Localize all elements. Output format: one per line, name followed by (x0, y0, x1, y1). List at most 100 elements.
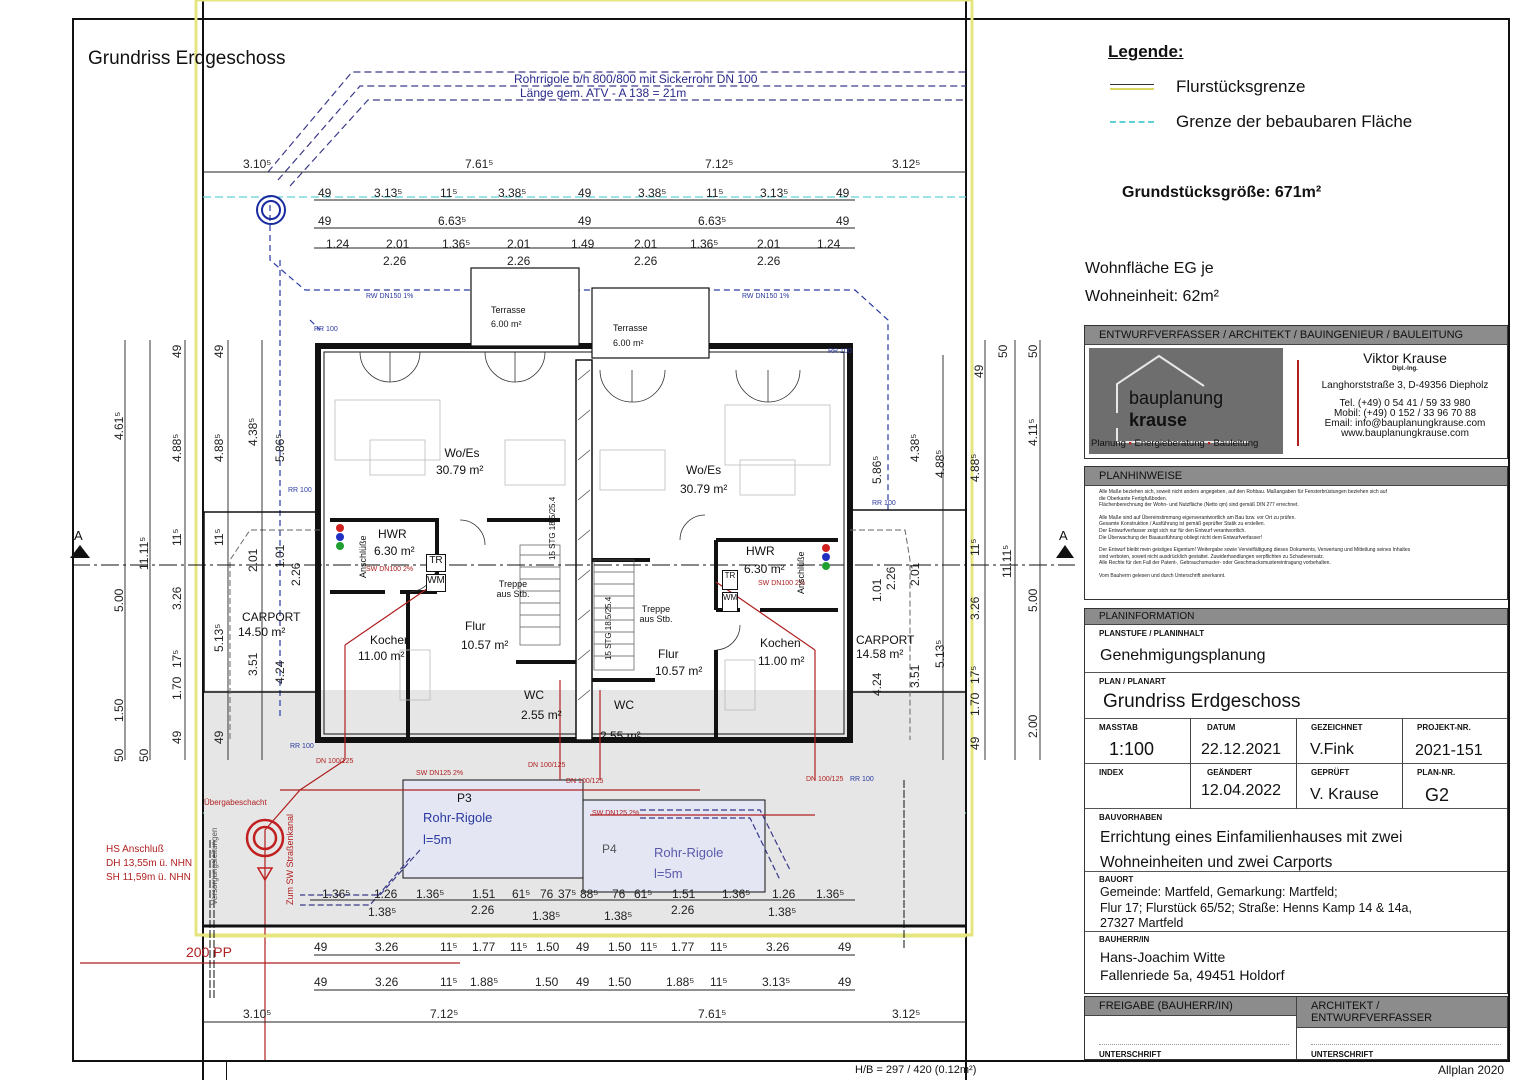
plan-info-block: PLANINFORMATION PLANSTUFE / PLANINHALT G… (1084, 608, 1508, 994)
pipe-label-dn: DN 100/125 (806, 776, 844, 783)
dim: 1.24 (326, 237, 350, 251)
dim: 50 (112, 748, 126, 762)
cold-water-icon (822, 553, 830, 561)
dim: 1.38⁵ (368, 905, 397, 919)
drain-icon (822, 562, 830, 570)
architect-tel: Tel. (+49) 0 54 41 / 59 33 980 (1339, 398, 1471, 409)
architect-website[interactable]: www.bauplanungkrause.com (1341, 428, 1469, 439)
dim: 4.24 (870, 672, 884, 696)
dim: 3.38⁵ (638, 186, 667, 200)
room-wc-right: WC (614, 698, 634, 712)
dim: 49 (836, 186, 850, 200)
project-no-cell: PROJEKT-NR. 2021-151 (1415, 723, 1483, 759)
p4-rigole-label: Rohr-Rigole (654, 845, 724, 860)
room-area: 14.58 m² (856, 647, 904, 661)
dim: 49 (212, 344, 226, 358)
dim: 3.10⁵ (243, 157, 272, 171)
room-carport-right: CARPORT (856, 633, 915, 647)
architect-header: ENTWURFVERFASSER / ARCHITEKT / BAUINGENI… (1085, 326, 1507, 345)
buildable-boundary-swatch-icon (1110, 121, 1154, 123)
dim: 1.36⁵ (442, 237, 471, 251)
dim: 2.26 (289, 562, 303, 586)
p3-rigole-label: Rohr-Rigole (423, 810, 493, 825)
legend-item-plot-boundary: Flurstücksgrenze (1110, 77, 1305, 97)
floor-plan-drawing (70, 0, 1075, 1080)
accent-divider (1297, 360, 1299, 446)
dim: 2.00 (1026, 714, 1040, 738)
footer-divider (226, 1062, 227, 1080)
room-area: 14.50 m² (238, 625, 286, 639)
dim: 6.63⁵ (438, 214, 467, 228)
dim: 4.61⁵ (112, 411, 126, 440)
dim: 49 (318, 186, 332, 200)
room-area: 2.55 m² (600, 729, 641, 743)
dim: 5.13⁵ (933, 639, 947, 668)
logo-line2: krause (1129, 410, 1188, 430)
dim: 7.61⁵ (465, 157, 494, 171)
rigole-note-line2: Länge gem. ATV - A 138 = 21m (520, 86, 687, 100)
dim: 4.88⁵ (968, 453, 982, 482)
software-label: Allplan 2020 (1438, 1063, 1505, 1077)
date-value: 22.12.2021 (1201, 741, 1282, 758)
connections-label-right: Anschlüße (796, 551, 806, 594)
client-signature-line[interactable] (1099, 1044, 1289, 1045)
dim: 3.26 (766, 940, 790, 954)
dim: 49 (576, 975, 590, 989)
plan-type: Grundriss Erdgeschoss (1103, 691, 1301, 712)
dim: 7.61⁵ (698, 1007, 727, 1021)
dim: 3.13⁵ (374, 186, 403, 200)
pipe-label-dn: DN 100/125 (316, 758, 354, 765)
connections-label-left: Anschlüße (358, 535, 368, 578)
dim: 1.01 (273, 544, 287, 568)
plan-stage-label: PLANSTUFE / PLANINHALT (1099, 629, 1205, 638)
dim: 1.51 (472, 887, 496, 901)
pipe-label-dn: DN 100/125 (566, 778, 604, 785)
scale-cell: MASSTAB 1:100 (1085, 719, 1191, 764)
dim: 3.26 (375, 975, 399, 989)
pipe-label-rw-right: RW DN150 1% (742, 293, 790, 300)
pipe-label-dn: DN 100/125 (528, 762, 566, 769)
architect-signature-line[interactable] (1311, 1044, 1501, 1045)
dim: 1.50 (608, 975, 632, 989)
checked-by-cell: GEPRÜFT V. Krause (1297, 764, 1403, 809)
room-area: 6.00 m² (613, 338, 644, 348)
dim: 61⁵ (512, 887, 531, 901)
plan-notes-header: PLANHINWEISE (1085, 467, 1507, 486)
plot-size: Grundstücksgröße: 671m² (1122, 184, 1322, 201)
dim: 5.13⁵ (212, 623, 226, 652)
footer-divider (966, 1062, 1086, 1080)
dim: 11⁵ (710, 940, 728, 954)
dim: 1.70 (170, 676, 184, 700)
dim: 3.26 (375, 940, 399, 954)
pipe-label-sw125: SW DN125 2% (416, 770, 464, 777)
dim: 1.88⁵ (470, 975, 499, 989)
dim: 49 (972, 364, 986, 378)
dim: 17⁵ (170, 649, 184, 668)
transfer-shaft-label: Übergabeschacht (204, 798, 267, 807)
dim: 4.11⁵ (1026, 418, 1040, 446)
dim: 2.26 (757, 254, 781, 268)
dim: 11⁵ (440, 186, 458, 200)
company-logo: bauplanung krause Planung ▪ Energieberat… (1089, 348, 1283, 454)
plan-meta-row1: MASSTAB 1:100 DATUM 22.12.2021 GEZEICHNE… (1085, 719, 1507, 764)
dim: 1.50 (112, 698, 126, 722)
washing-machine-icon: WM (722, 592, 738, 612)
room-carport-left: CARPORT (242, 610, 301, 624)
p3-rigole-length: l=5m (423, 832, 452, 847)
architect-email[interactable]: Email: info@bauplanungkrause.com (1324, 418, 1486, 429)
section-marker-right: A (1059, 528, 1068, 543)
dim: 3.12⁵ (892, 1007, 921, 1021)
pipe-label-rr: RR 100 (828, 348, 852, 355)
dim: 61⁵ (634, 887, 653, 901)
dim: 1.36⁵ (690, 237, 719, 251)
dim: 11⁵ (968, 538, 982, 556)
room-area: 30.79 m² (680, 482, 728, 496)
dim: 49 (968, 736, 982, 750)
section-marker-left: A (74, 528, 83, 543)
room-hwr-right: HWR (746, 544, 775, 558)
dim: 3.38⁵ (498, 186, 527, 200)
room-kochen-left: Kochen (370, 633, 411, 647)
dim: 50 (137, 748, 151, 762)
client-name: Hans-Joachim Witte (1100, 949, 1226, 965)
house-connection-note: HS Anschluß DH 13,55m ü. NHN SH 11,59m ü… (106, 844, 193, 883)
